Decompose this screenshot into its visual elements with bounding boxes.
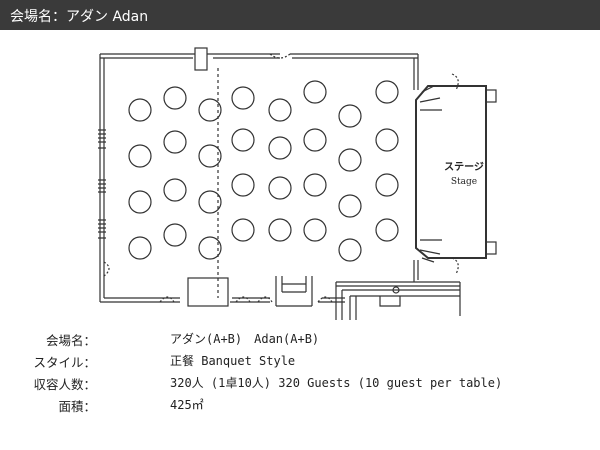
- round-table: [128, 98, 152, 122]
- round-table: [128, 236, 152, 260]
- tables: [128, 80, 399, 262]
- round-table: [375, 218, 399, 242]
- round-table: [268, 136, 292, 160]
- round-table: [231, 173, 255, 197]
- round-table: [198, 236, 222, 260]
- round-table: [231, 218, 255, 242]
- info-value-area: 425㎡: [170, 398, 204, 412]
- stage-label-en: Stage: [451, 177, 477, 187]
- top-partition: [194, 47, 208, 71]
- info-value-venue: アダン(A+B) Adan(A+B): [170, 332, 320, 346]
- bottom-wall: [100, 297, 345, 303]
- round-table: [231, 128, 255, 152]
- info-label-venue: 会場名: [45, 333, 84, 348]
- round-table: [163, 223, 187, 247]
- round-table: [303, 173, 327, 197]
- round-table: [163, 130, 187, 154]
- stage-post-bottom: [485, 241, 497, 255]
- round-table: [198, 98, 222, 122]
- stage-steps: [419, 85, 442, 263]
- round-table: [268, 176, 292, 200]
- round-table: [198, 190, 222, 214]
- header-bar: 会場名：アダン Adan: [0, 0, 600, 30]
- round-table: [338, 104, 362, 128]
- round-table: [375, 80, 399, 104]
- round-table: [338, 194, 362, 218]
- floor-plan: ステージ Stage: [0, 30, 600, 330]
- round-table: [268, 98, 292, 122]
- round-table: [268, 218, 292, 242]
- round-table: [303, 218, 327, 242]
- left-wall: [99, 54, 105, 302]
- round-table: [128, 190, 152, 214]
- info-value-style: 正餐 Banquet Style: [170, 354, 296, 368]
- round-table: [375, 128, 399, 152]
- door-swings: [103, 53, 459, 303]
- info-label-capacity: 収容人数: [33, 377, 84, 392]
- round-table: [338, 238, 362, 262]
- info-label-area: 面積: [58, 399, 84, 414]
- service-corridor: [335, 282, 461, 320]
- stage-post-top: [485, 89, 497, 103]
- round-table: [163, 178, 187, 202]
- round-table: [338, 148, 362, 172]
- floor-plan-drawing: ステージ Stage: [98, 47, 497, 320]
- round-table: [231, 86, 255, 110]
- info-label-style: スタイル: [33, 355, 84, 370]
- stage-label-jp: ステージ: [444, 161, 484, 173]
- info-value-capacity: 320人 (1卓10人) 320 Guests (10 guest per ta…: [170, 376, 503, 390]
- round-table: [128, 144, 152, 168]
- round-table: [303, 128, 327, 152]
- corridor-fixture: [392, 286, 400, 294]
- round-table: [375, 173, 399, 197]
- top-wall: [100, 53, 418, 59]
- bottom-box-middle: [275, 276, 313, 307]
- round-table: [163, 86, 187, 110]
- round-table: [198, 144, 222, 168]
- right-wall: [336, 54, 460, 287]
- bottom-box-left: [187, 277, 229, 307]
- left-columns: [98, 129, 106, 239]
- venue-title: 会場名：アダン Adan: [10, 9, 149, 25]
- round-table: [303, 80, 327, 104]
